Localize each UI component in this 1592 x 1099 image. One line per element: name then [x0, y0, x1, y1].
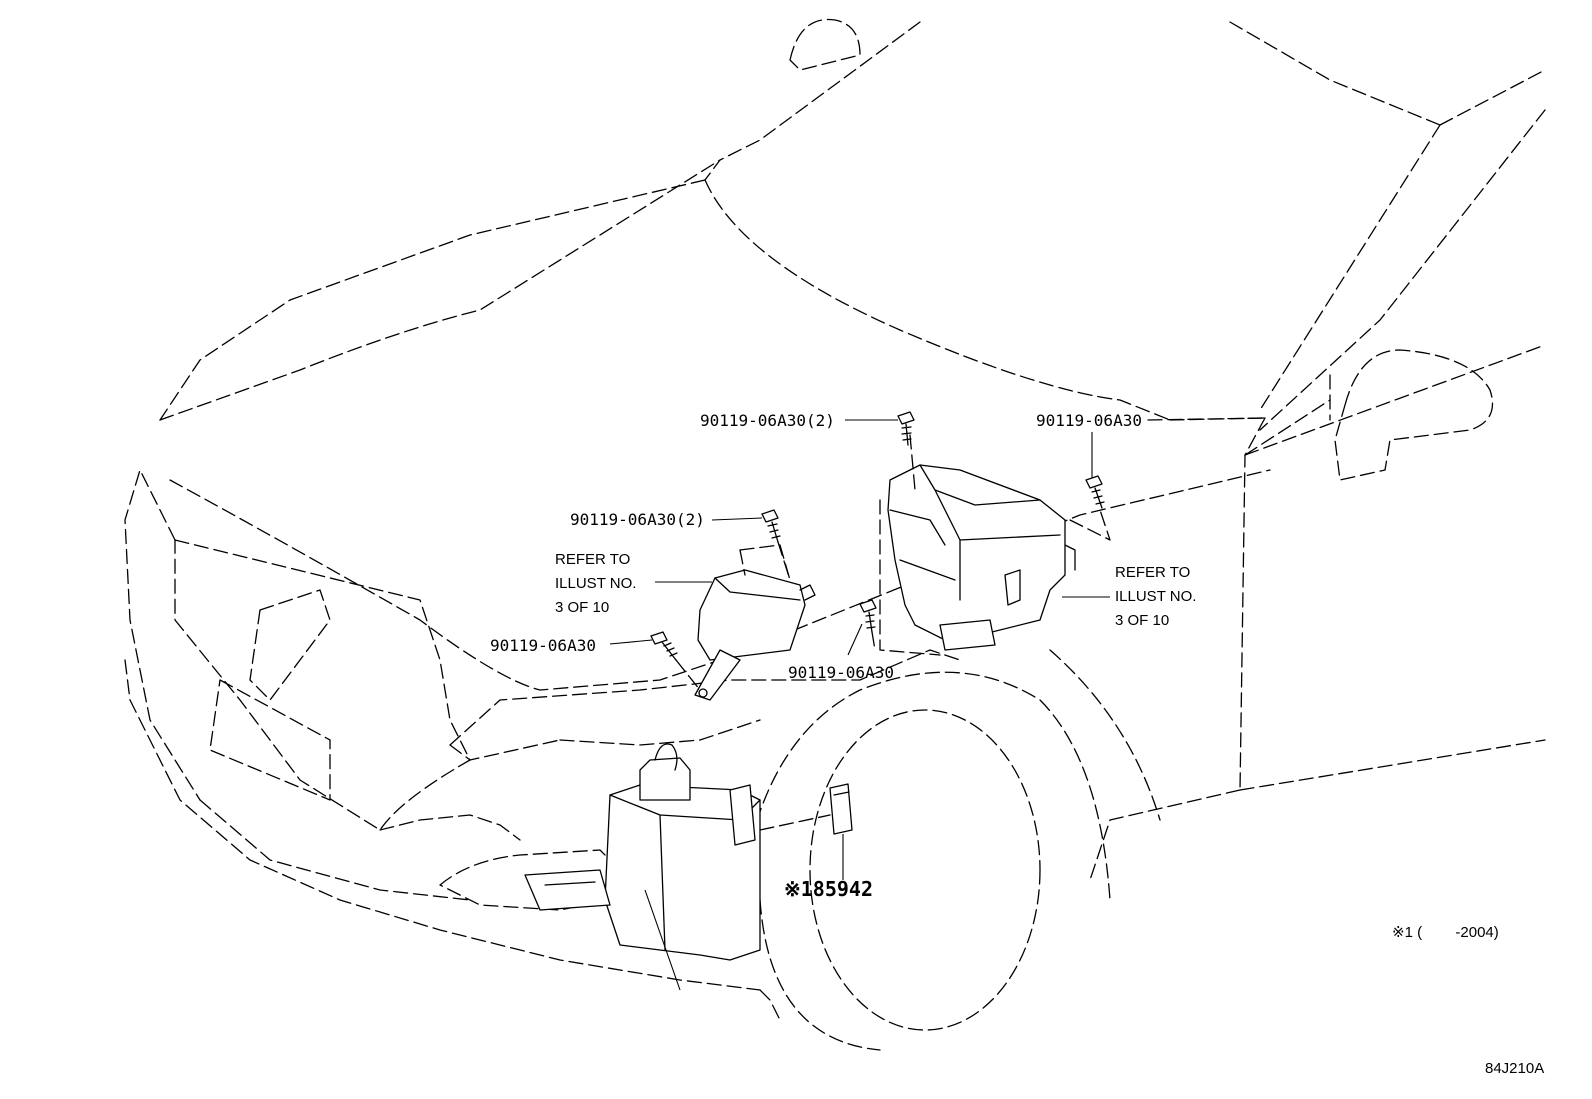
- washer-tank-illustration: [524, 743, 831, 991]
- callout-bolt-center: 90119-06A30: [788, 663, 894, 682]
- refer-left-line-1: REFER TO: [555, 551, 630, 568]
- refer-right-line-1: REFER TO: [1115, 564, 1190, 581]
- refer-right-line-3: 3 OF 10: [1115, 612, 1169, 629]
- bolt-icon-left: [650, 631, 701, 691]
- refer-left-line-3: 3 OF 10: [555, 599, 609, 616]
- callout-labels: 90119-06A30(2) 90119-06A30 90119-06A30(2…: [490, 411, 1544, 1077]
- callout-bolt-left: 90119-06A30: [490, 636, 596, 655]
- refer-note-right: REFER TO ILLUST NO. 3 OF 10: [1115, 564, 1196, 629]
- illustration-code: 84J210A: [1485, 1060, 1544, 1077]
- footnote-date-range: ※1 ( -2004): [1392, 924, 1499, 941]
- bolt-icon-top-right: [1085, 475, 1105, 509]
- bolt-icon-top-center: [897, 411, 915, 446]
- left-relay-box-illustration: [694, 544, 816, 701]
- refer-right-line-2: ILLUST NO.: [1115, 588, 1196, 605]
- refer-left-line-2: ILLUST NO.: [555, 575, 636, 592]
- bolt-icons: [650, 411, 1105, 691]
- refer-note-left: REFER TO ILLUST NO. 3 OF 10: [555, 551, 636, 616]
- callout-bolt-upper-left: 90119-06A30(2): [570, 510, 705, 529]
- right-junction-block-illustration: [879, 434, 1111, 656]
- bolt-icon-center: [859, 599, 877, 651]
- vehicle-outline: [124, 18, 1546, 1051]
- callout-bolt-top-right: 90119-06A30: [1036, 411, 1142, 430]
- callout-sensor-part: ※185942: [784, 877, 873, 901]
- callout-bolt-top-center: 90119-06A30(2): [700, 411, 835, 430]
- bolt-icon-upper-left: [761, 509, 791, 581]
- leader-lines: [609, 417, 1266, 656]
- sensor-85942-illustration: [829, 783, 853, 880]
